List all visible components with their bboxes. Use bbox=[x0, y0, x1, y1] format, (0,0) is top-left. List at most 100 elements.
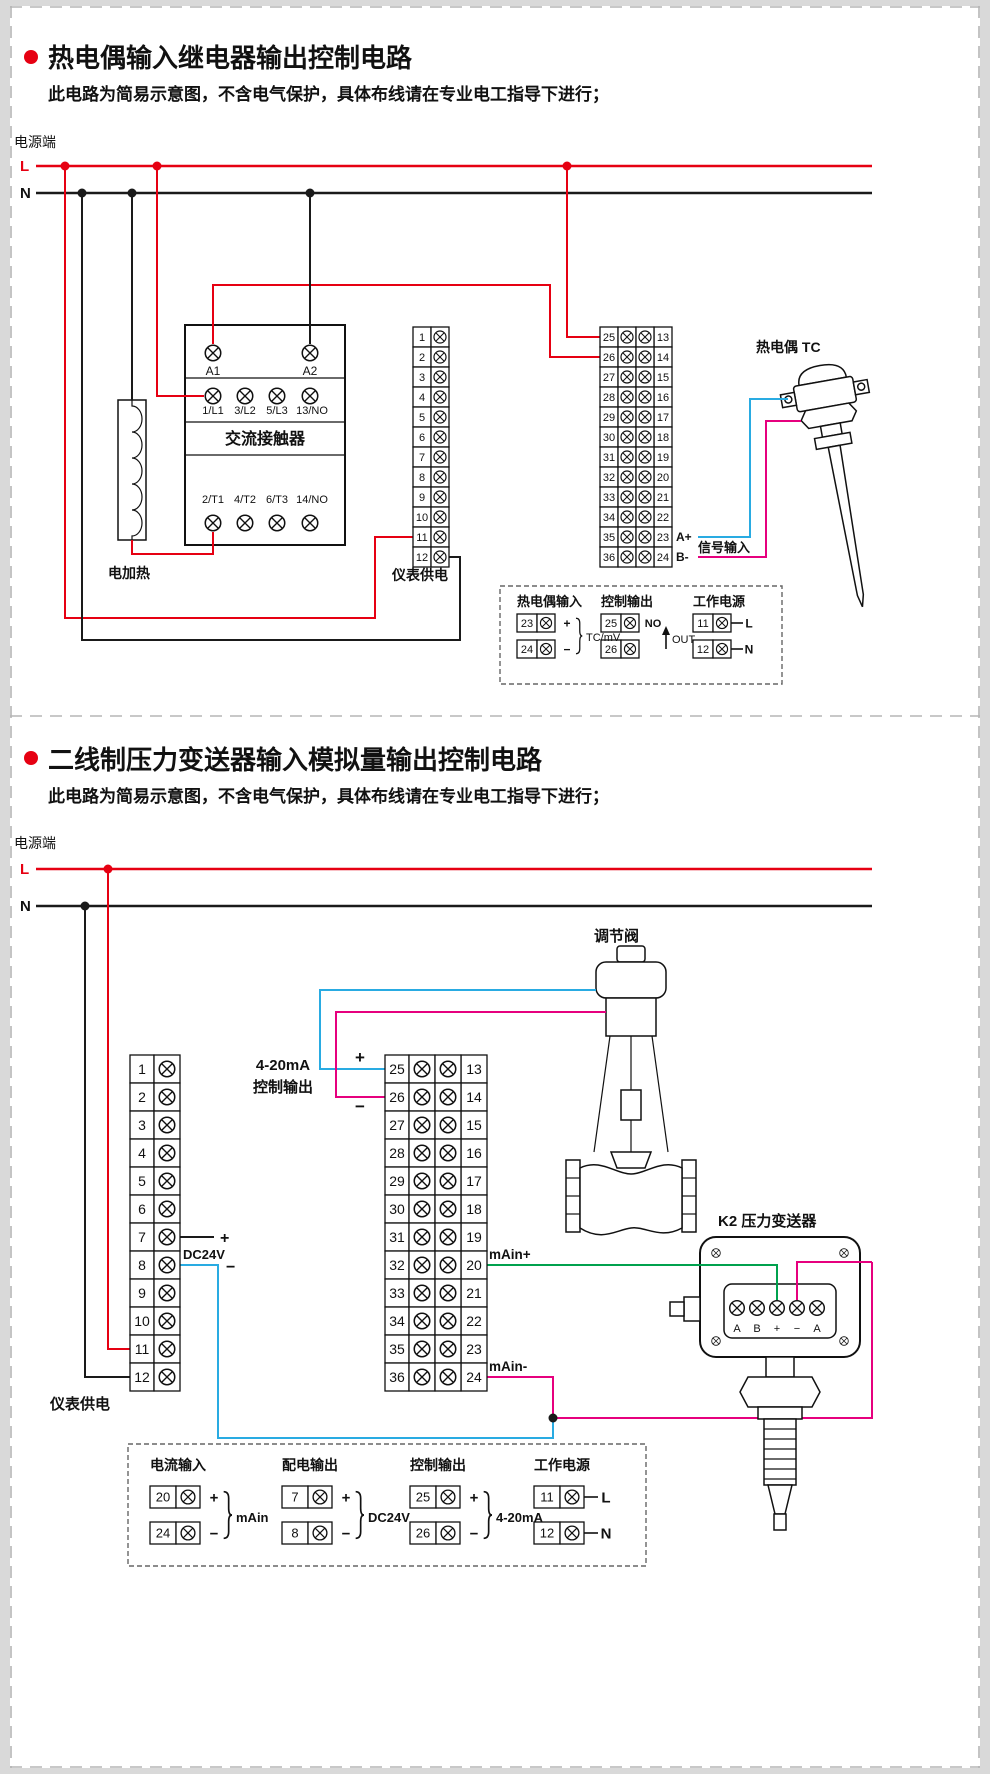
terminal-number: 13 bbox=[466, 1061, 482, 1077]
terminal-number: 21 bbox=[466, 1285, 482, 1301]
terminal-number: 14 bbox=[466, 1089, 482, 1105]
contactor-coil-a2: A2 bbox=[303, 364, 318, 378]
terminal-number: 34 bbox=[389, 1313, 405, 1329]
terminal-number: 26 bbox=[603, 352, 615, 364]
section1-title: 热电偶输入继电器输出控制电路 bbox=[48, 43, 413, 73]
terminal-number: 7 bbox=[291, 1490, 298, 1505]
legend-group-title: 工作电源 bbox=[534, 1457, 590, 1473]
screw-icon bbox=[433, 370, 447, 384]
screw-icon bbox=[158, 1340, 176, 1358]
screw-icon bbox=[413, 1368, 431, 1386]
terminal-number: 31 bbox=[603, 452, 615, 464]
screw-icon bbox=[433, 410, 447, 424]
terminal-number: 29 bbox=[603, 412, 615, 424]
thermocouple bbox=[779, 363, 871, 608]
screw-icon bbox=[439, 1228, 457, 1246]
screw-icon bbox=[768, 1299, 786, 1317]
screw-icon bbox=[620, 450, 634, 464]
terminal-number: 32 bbox=[603, 472, 615, 484]
screw-icon bbox=[413, 1284, 431, 1302]
screw-icon bbox=[440, 1489, 456, 1505]
screw-icon bbox=[564, 1525, 580, 1541]
screw-icon bbox=[715, 642, 729, 656]
terminal-bminus-label: B- bbox=[676, 550, 689, 564]
screw-icon bbox=[638, 390, 652, 404]
wire-l-to-instrument bbox=[107, 869, 130, 1350]
polarity-sign: + bbox=[342, 1489, 351, 1506]
terminal-number: 11 bbox=[697, 618, 708, 630]
line-n-label: N bbox=[20, 898, 31, 915]
terminal-number: 10 bbox=[134, 1313, 150, 1329]
terminal-number: 36 bbox=[389, 1369, 405, 1385]
screw-icon bbox=[204, 514, 222, 532]
screw-icon bbox=[158, 1256, 176, 1274]
terminal-number: 12 bbox=[540, 1526, 554, 1541]
junction-dot bbox=[152, 161, 162, 171]
terminal-cell bbox=[460, 1278, 488, 1308]
dc24v-plus-sign: + bbox=[220, 1230, 229, 1247]
terminal-number: 6 bbox=[419, 432, 425, 444]
screw-icon bbox=[158, 1228, 176, 1246]
wire-l-to-instrument bbox=[64, 166, 413, 619]
legend-section2: 电流输入 配电输出 控制输出 工作电源 20+24− 7+8− 25+26− 1… bbox=[127, 1443, 647, 1567]
terminal-number: 16 bbox=[657, 392, 669, 404]
transmitter-terminal-label: + bbox=[774, 1323, 780, 1335]
terminal-number: 12 bbox=[697, 644, 709, 656]
terminal-cell bbox=[460, 1250, 488, 1280]
screw-icon bbox=[539, 642, 553, 656]
screw-icon bbox=[236, 387, 254, 405]
dc24v-minus-sign: − bbox=[226, 1259, 235, 1276]
screw-icon bbox=[158, 1284, 176, 1302]
screw-icon bbox=[623, 616, 637, 630]
valve-yoke-leg bbox=[593, 1035, 611, 1153]
screw-icon bbox=[413, 1256, 431, 1274]
legend-group-title: 控制输出 bbox=[601, 594, 653, 609]
section2-subtitle: 此电路为简易示意图，不含电气保护，具体布线请在专业电工指导下进行； bbox=[48, 786, 609, 806]
terminal-number: 5 bbox=[138, 1173, 146, 1189]
valve-yoke-leg bbox=[651, 1035, 669, 1153]
screw-icon bbox=[620, 430, 634, 444]
screw-icon bbox=[180, 1525, 196, 1541]
terminal-number: 10 bbox=[416, 512, 428, 524]
terminal-cell bbox=[384, 1082, 410, 1112]
screw-icon bbox=[638, 530, 652, 544]
terminal-number: 4 bbox=[138, 1145, 146, 1161]
terminal-number: 5 bbox=[419, 412, 425, 424]
screw-icon bbox=[413, 1088, 431, 1106]
terminal-number: 26 bbox=[389, 1089, 405, 1105]
dc24v-label: DC24V bbox=[183, 1247, 225, 1262]
terminal-number: 11 bbox=[135, 1341, 150, 1357]
meter-power-label: 仪表供电 bbox=[49, 1395, 110, 1413]
terminal-number: 20 bbox=[466, 1257, 482, 1273]
screw-icon bbox=[638, 470, 652, 484]
screw-icon bbox=[439, 1312, 457, 1330]
terminal-cell bbox=[384, 1194, 410, 1224]
legend-rows-tc-input: 23+24− bbox=[516, 613, 571, 659]
screw-icon bbox=[158, 1088, 176, 1106]
terminal-number: 30 bbox=[603, 432, 615, 444]
main-minus-label: mAin- bbox=[489, 1359, 527, 1374]
screw-icon bbox=[204, 387, 222, 405]
screw-icon bbox=[433, 330, 447, 344]
output-plus-sign: + bbox=[355, 1048, 365, 1067]
screw-icon bbox=[638, 550, 652, 564]
screw-icon bbox=[439, 1200, 457, 1218]
terminal-number: 24 bbox=[466, 1369, 482, 1385]
polarity-sign: − bbox=[210, 1525, 219, 1542]
screw-icon bbox=[439, 1256, 457, 1274]
screw-icon bbox=[440, 1525, 456, 1541]
screw-icon bbox=[638, 410, 652, 424]
screw-icon bbox=[158, 1200, 176, 1218]
screw-icon bbox=[312, 1525, 328, 1541]
contactor-label: 交流接触器 bbox=[225, 429, 306, 448]
polarity-sign: − bbox=[470, 1525, 479, 1542]
screw-icon bbox=[638, 510, 652, 524]
legend-group-title: 配电输出 bbox=[282, 1457, 338, 1473]
junction-dot bbox=[80, 901, 90, 911]
